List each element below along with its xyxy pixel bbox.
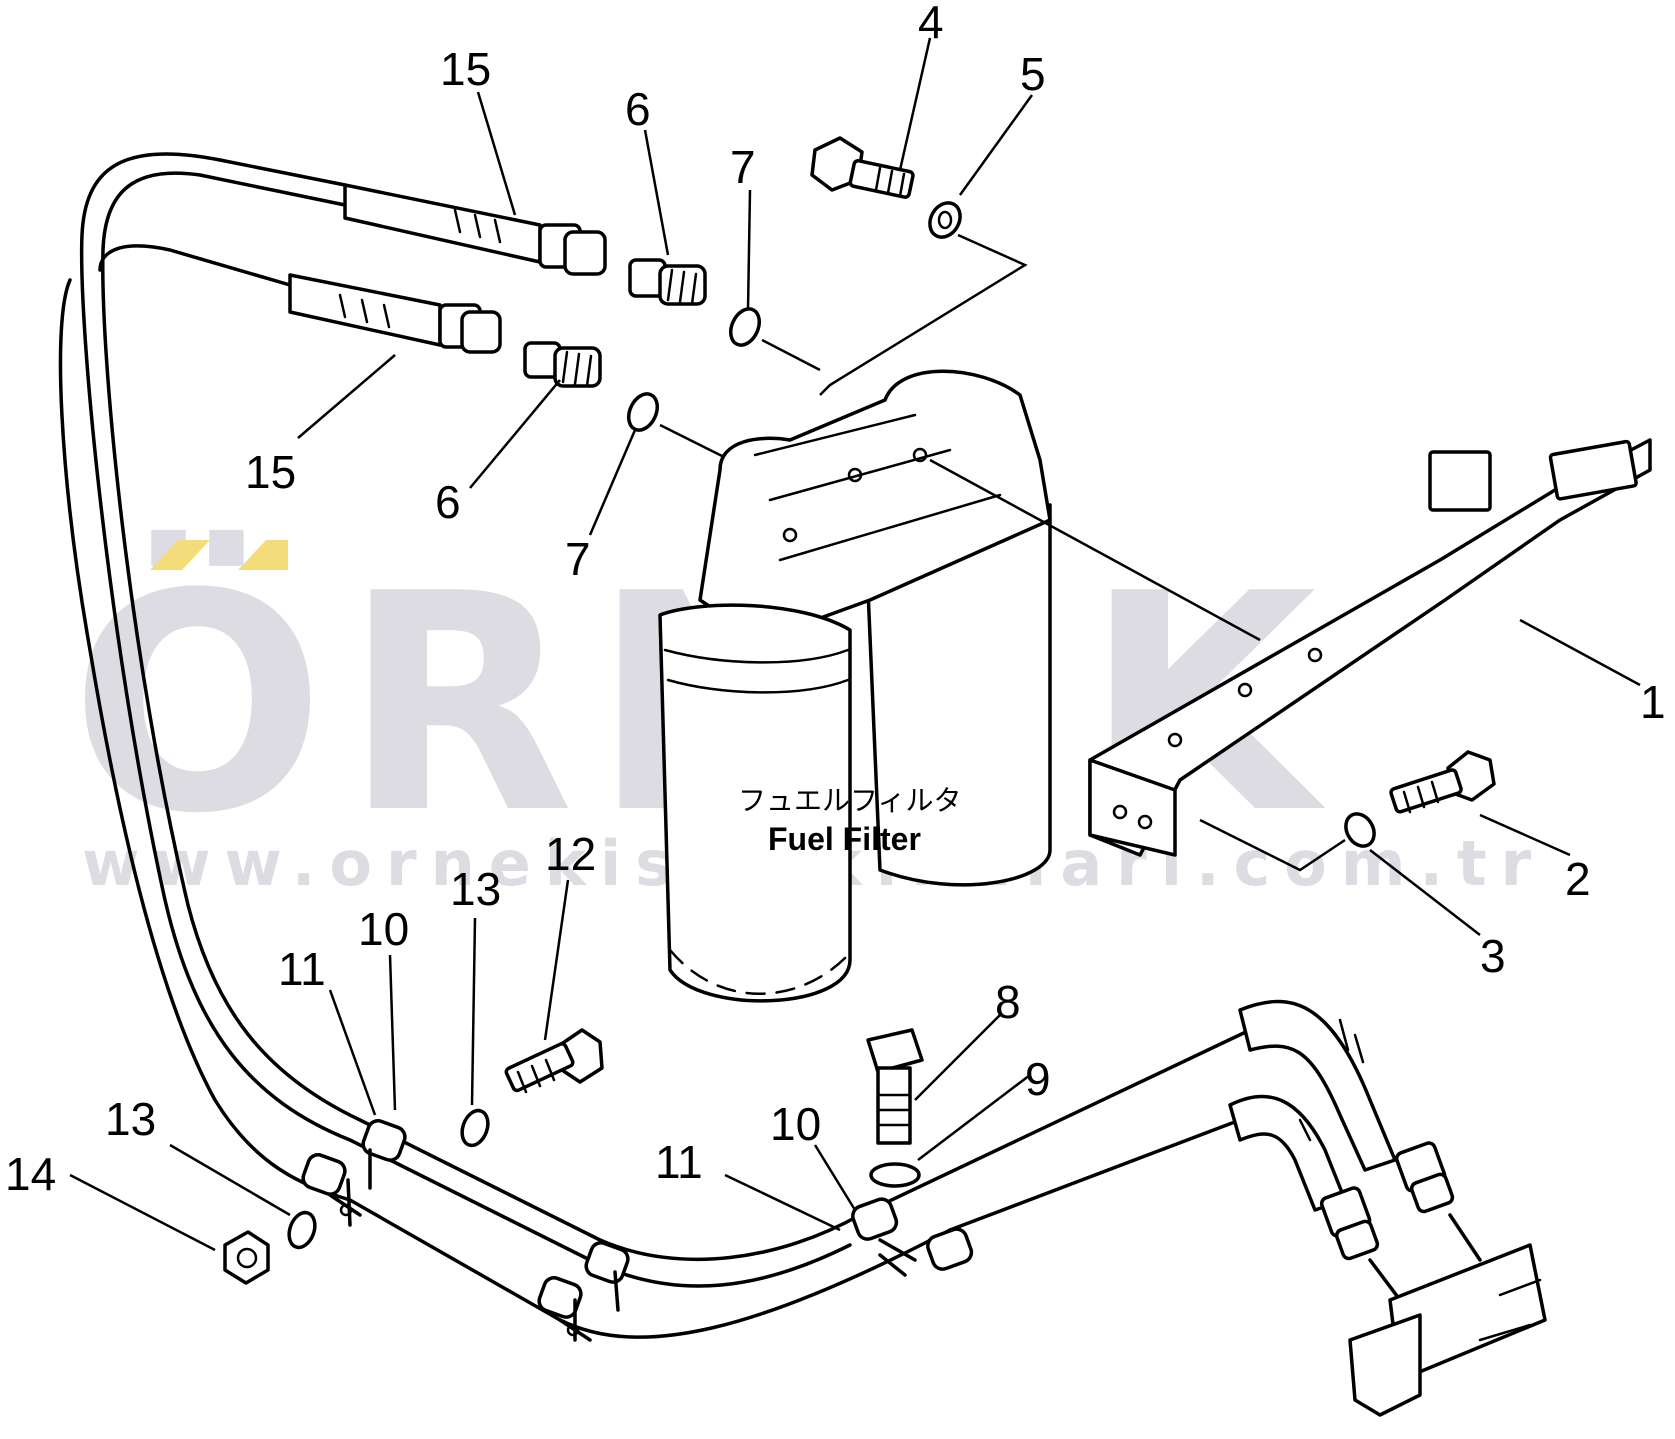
callout-7-lower: 7 — [565, 533, 591, 585]
o-ring-lower — [626, 392, 660, 432]
filter-label-japanese: フュエルフィルタ — [738, 784, 961, 817]
callout-13-upper: 13 — [450, 863, 501, 915]
nut-14 — [223, 1230, 270, 1285]
watermark-accent-mark — [150, 540, 210, 570]
watermark-accent-mark — [238, 540, 288, 570]
callout-11-left: 11 — [278, 943, 326, 995]
callout-6-upper: 6 — [625, 83, 651, 135]
o-ring-upper — [728, 307, 762, 347]
washer-5 — [928, 201, 962, 239]
callout-13-lower: 13 — [105, 1093, 156, 1145]
washer-13-upper — [460, 1108, 490, 1148]
callout-11-right: 11 — [655, 1136, 703, 1188]
callout-9: 9 — [1025, 1053, 1051, 1105]
hose-fitting-lower — [288, 273, 502, 354]
callout-5: 5 — [1020, 48, 1046, 100]
washer-13-lower — [287, 1210, 317, 1250]
fuel-hoses — [58, 152, 1252, 1339]
callout-3: 3 — [1480, 930, 1506, 982]
washer-9 — [869, 1162, 921, 1188]
clamp-right — [851, 1197, 974, 1277]
callout-2: 2 — [1565, 853, 1591, 905]
callout-14: 14 — [5, 1148, 56, 1200]
callout-4: 4 — [918, 0, 944, 48]
callout-8: 8 — [995, 976, 1021, 1028]
clamp-middle — [537, 1241, 630, 1342]
hose-end-right-upper — [1238, 999, 1455, 1214]
connector-block — [1348, 1213, 1547, 1417]
callout-10-left: 10 — [358, 903, 409, 955]
adapter-lower — [523, 341, 602, 388]
callout-12: 12 — [545, 828, 596, 880]
callout-leaders — [69, 37, 1641, 1252]
hose-fitting-upper — [343, 183, 607, 276]
hose-end-right-lower — [1228, 1094, 1380, 1261]
callout-1: 1 — [1640, 676, 1666, 728]
callout-numbers: 4 5 15 6 7 15 6 7 1 2 3 8 9 10 11 13 12 … — [5, 0, 1666, 1200]
callout-15-lower: 15 — [245, 446, 296, 498]
filter-label-english: Fuel Filter — [768, 821, 921, 857]
bracket-1 — [1088, 438, 1652, 857]
washer-3 — [1344, 812, 1376, 848]
callout-7-upper: 7 — [730, 141, 756, 193]
bolt-12 — [504, 1028, 604, 1094]
callout-15-upper: 15 — [440, 43, 491, 95]
callout-10-right: 10 — [770, 1098, 821, 1150]
fuel-filter — [658, 369, 1052, 1003]
adapter-upper — [628, 258, 707, 306]
bolt-4 — [810, 136, 915, 199]
clamp-left — [301, 1119, 407, 1227]
callout-6-lower: 6 — [435, 476, 461, 528]
bolt-8 — [866, 1028, 924, 1145]
bolt-2 — [1389, 750, 1496, 814]
